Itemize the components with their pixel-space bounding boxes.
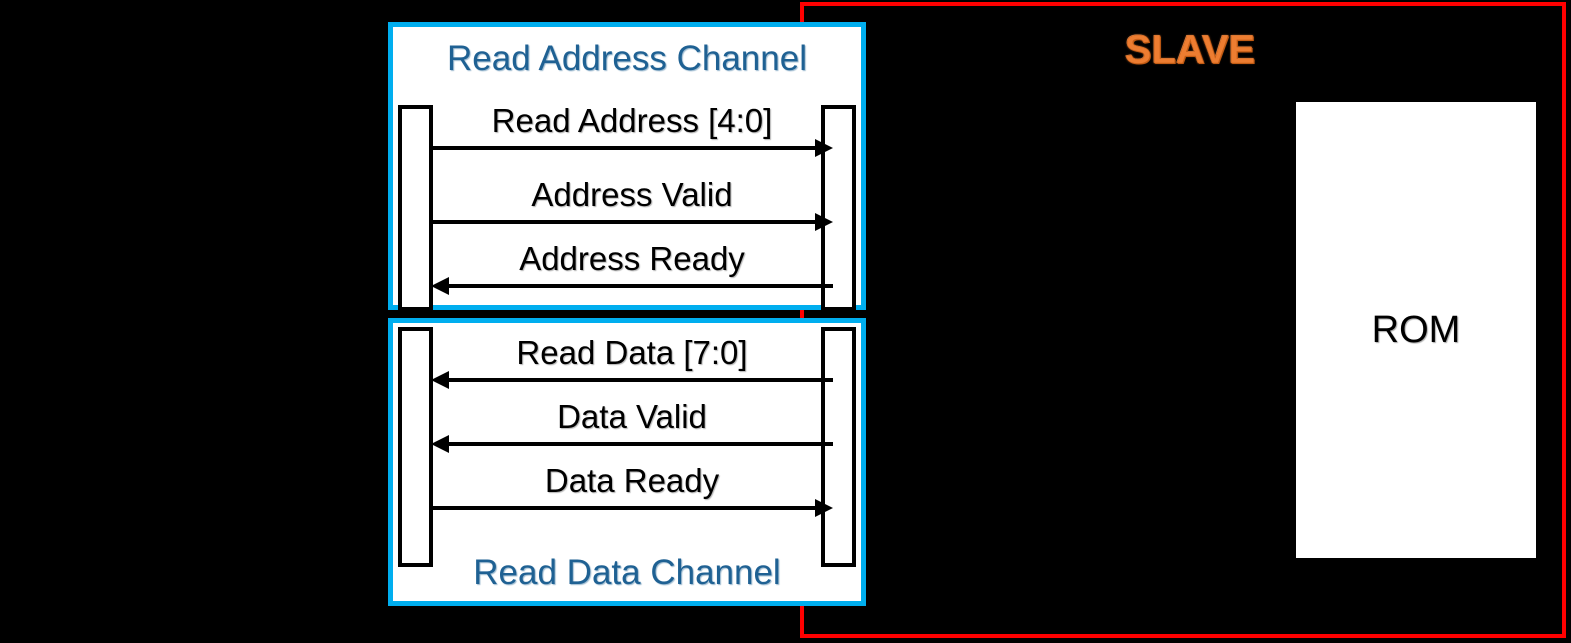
master-lifeline-data (398, 327, 433, 567)
signal-address-valid: Address Valid (431, 173, 833, 237)
arrow-left-icon (431, 369, 833, 391)
signal-data-valid-label: Data Valid (557, 398, 707, 435)
arrow-right-icon (431, 137, 833, 159)
arrow-left-icon (431, 275, 833, 297)
read-address-channel: Read Address Channel Read Address [4:0] … (388, 22, 866, 311)
signal-data-ready: Data Ready (431, 459, 833, 523)
rom-block: ROM (1296, 102, 1536, 558)
signal-address-valid-label: Address Valid (531, 176, 733, 213)
read-data-channel-title: Read Data Channel (473, 553, 781, 592)
signal-read-data: Read Data [7:0] (431, 331, 833, 395)
arrow-left-icon (431, 433, 833, 455)
slave-lifeline-data (821, 327, 856, 567)
arrow-right-icon (431, 497, 833, 519)
signal-address-ready: Address Ready (431, 237, 833, 301)
read-address-channel-title: Read Address Channel (447, 39, 807, 78)
slave-lifeline-address (821, 105, 856, 311)
rom-label: ROM (1371, 308, 1461, 351)
arrow-right-icon (431, 211, 833, 233)
signal-read-data-label: Read Data [7:0] (516, 334, 748, 371)
signal-read-address-label: Read Address [4:0] (491, 102, 773, 139)
slave-label: SLAVE (1124, 28, 1256, 73)
signal-data-valid: Data Valid (431, 395, 833, 459)
signal-data-ready-label: Data Ready (544, 462, 720, 499)
signal-read-address: Read Address [4:0] (431, 99, 833, 163)
signal-address-ready-label: Address Ready (519, 240, 745, 277)
master-lifeline-address (398, 105, 433, 311)
read-data-channel: Read Data [7:0] Data Valid Data Ready (388, 318, 866, 606)
